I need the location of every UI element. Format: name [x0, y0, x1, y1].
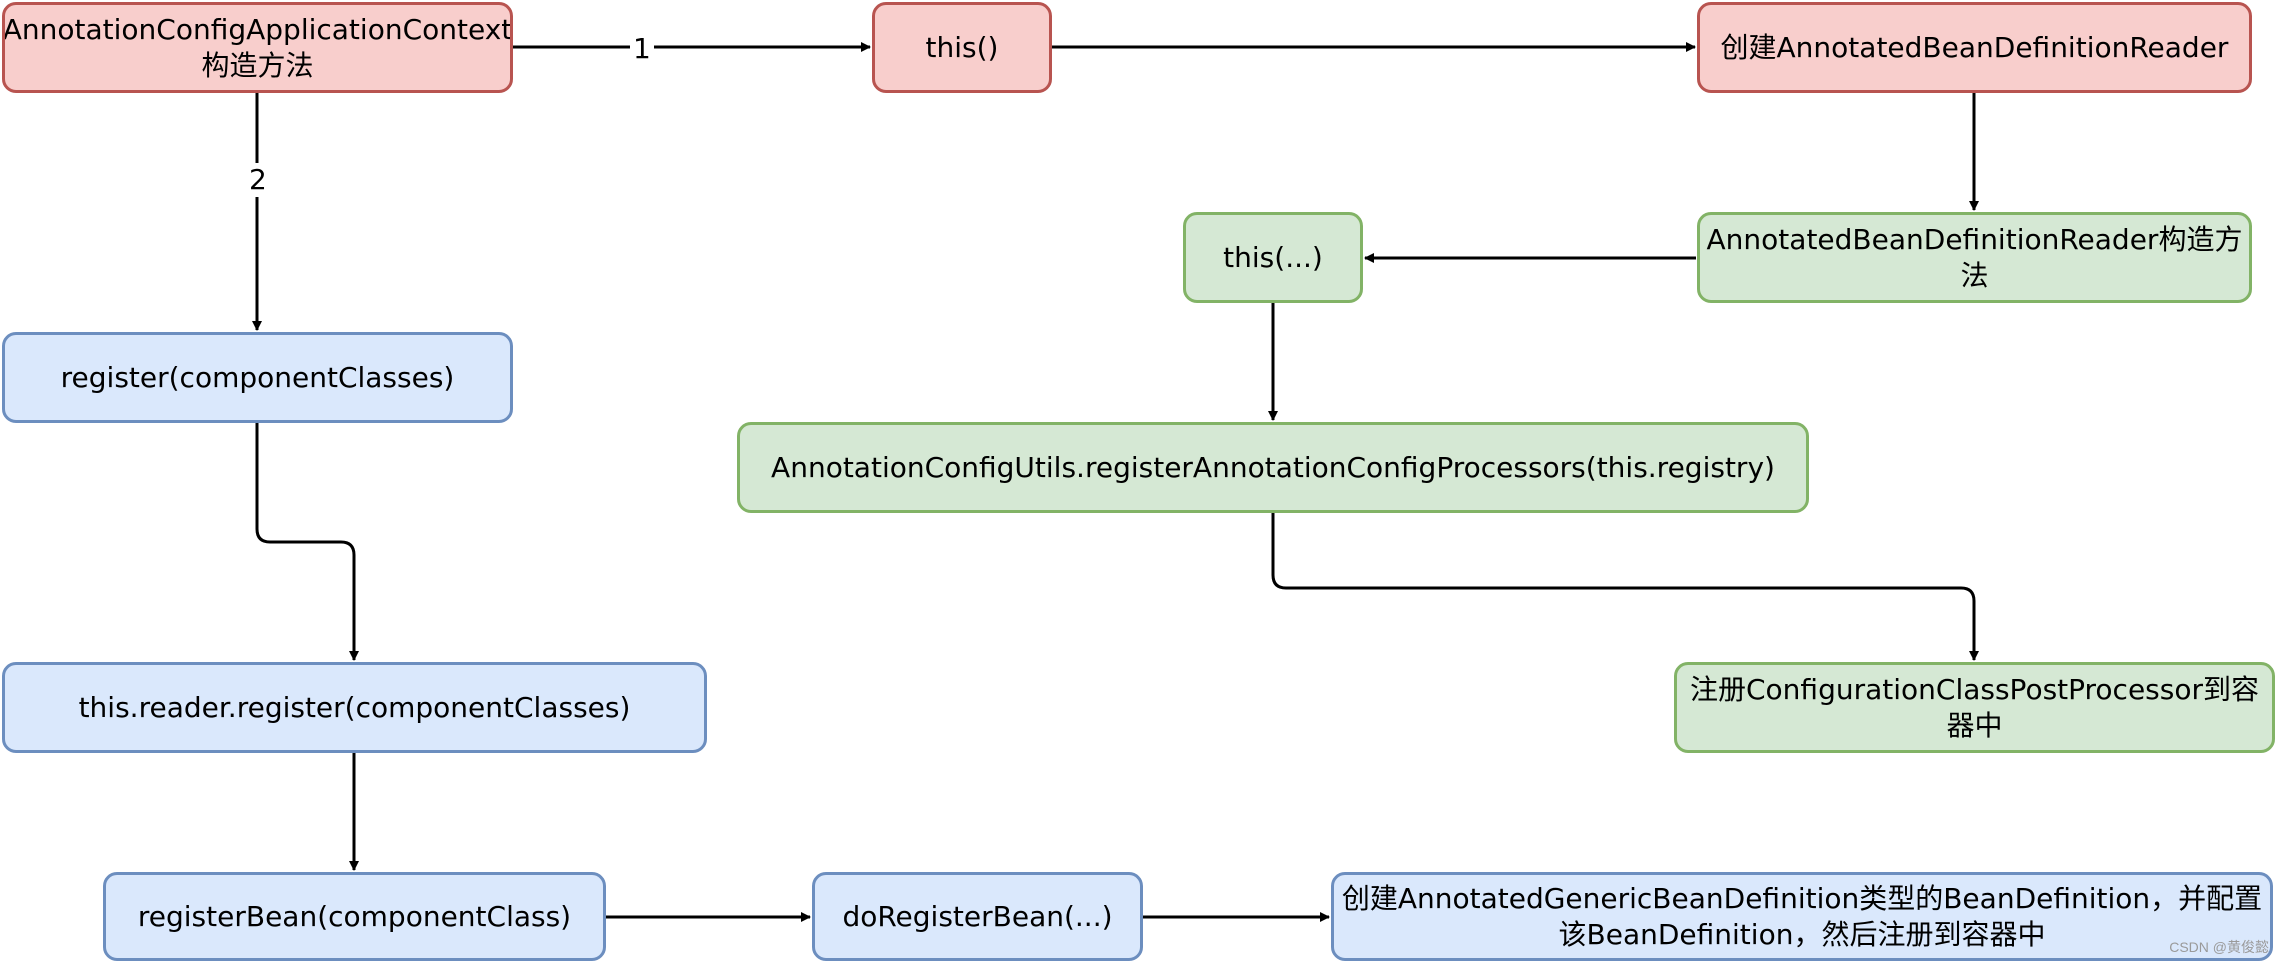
edge-label-1: 1 [630, 32, 654, 66]
node-register-config-class-post-processor: 注册ConfigurationClassPostProcessor到容 器中 [1674, 662, 2275, 753]
node-register-annotation-processors: AnnotationConfigUtils.registerAnnotation… [737, 422, 1809, 513]
edge-register-processors-to-ccpp [1271, 513, 1979, 661]
edge-label-2: 2 [246, 163, 270, 197]
watermark: CSDN @黄俊懿 [2169, 939, 2269, 955]
node-this-call: this() [872, 2, 1052, 93]
edge-register-classes-to-reader-register [255, 423, 359, 661]
node-reader-constructor: AnnotatedBeanDefinitionReader构造方 法 [1697, 212, 2252, 303]
node-context-constructor: AnnotationConfigApplicationContext 构造方法 [2, 2, 513, 93]
node-register-bean: registerBean(componentClass) [103, 872, 606, 961]
node-this-args: this(...) [1183, 212, 1363, 303]
node-create-reader: 创建AnnotatedBeanDefinitionReader [1697, 2, 2252, 93]
node-do-register-bean: doRegisterBean(...) [812, 872, 1143, 961]
node-reader-register: this.reader.register(componentClasses) [2, 662, 707, 753]
node-register-component-classes: register(componentClasses) [2, 332, 513, 423]
node-create-bean-definition: 创建AnnotatedGenericBeanDefinition类型的BeanD… [1331, 872, 2273, 961]
